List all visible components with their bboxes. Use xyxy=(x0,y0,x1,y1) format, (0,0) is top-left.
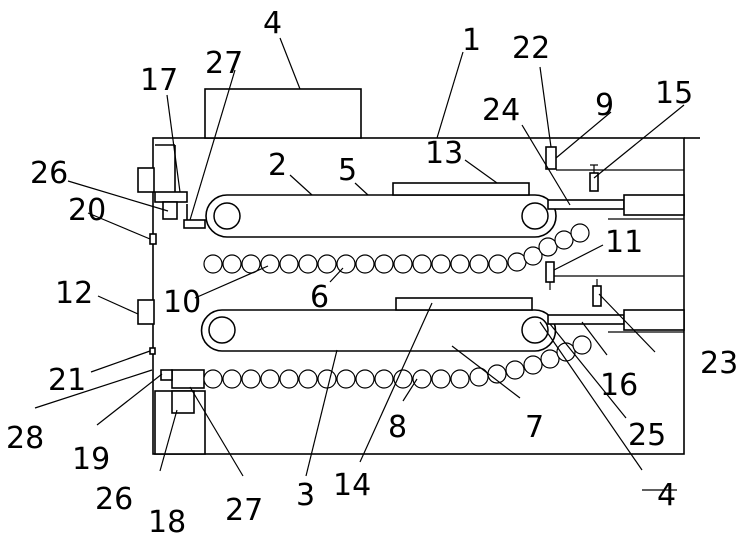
label-4-top: 4 xyxy=(263,6,282,41)
plate-14 xyxy=(396,298,532,310)
label-25: 25 xyxy=(628,418,666,453)
left-small-20 xyxy=(150,234,156,244)
left-block-12 xyxy=(138,300,154,324)
label-10: 10 xyxy=(163,285,201,320)
label-5: 5 xyxy=(338,153,357,188)
label-24: 24 xyxy=(482,93,520,128)
label-26-bottom: 26 xyxy=(95,482,133,517)
label-23: 23 xyxy=(700,346,738,381)
label-14: 14 xyxy=(333,468,371,503)
label-27-top: 27 xyxy=(205,46,243,81)
label-6: 6 xyxy=(310,280,329,315)
label-15: 15 xyxy=(655,76,693,111)
label-27-bottom: 27 xyxy=(225,493,263,528)
label-4-bottom: 4 xyxy=(657,478,676,513)
label-20: 20 xyxy=(68,193,106,228)
label-26-top: 26 xyxy=(30,156,68,191)
label-13: 13 xyxy=(425,136,463,171)
top-box xyxy=(205,89,361,138)
label-12: 12 xyxy=(55,276,93,311)
bottom-box-inner xyxy=(172,391,194,413)
label-9: 9 xyxy=(595,88,614,123)
label-3: 3 xyxy=(296,478,315,513)
label-8: 8 xyxy=(388,410,407,445)
label-18: 18 xyxy=(148,505,186,539)
label-11: 11 xyxy=(605,225,643,260)
label-21: 21 xyxy=(48,363,86,398)
label-7: 7 xyxy=(525,410,544,445)
label-17: 17 xyxy=(140,63,178,98)
label-1: 1 xyxy=(462,23,481,58)
label-22: 22 xyxy=(512,31,550,66)
plate-13 xyxy=(393,183,529,195)
left-small-21 xyxy=(150,348,155,354)
label-28: 28 xyxy=(6,421,44,456)
label-19: 19 xyxy=(72,442,110,477)
left-block-26-top xyxy=(138,168,154,192)
label-2: 2 xyxy=(268,148,287,183)
label-16: 16 xyxy=(600,368,638,403)
